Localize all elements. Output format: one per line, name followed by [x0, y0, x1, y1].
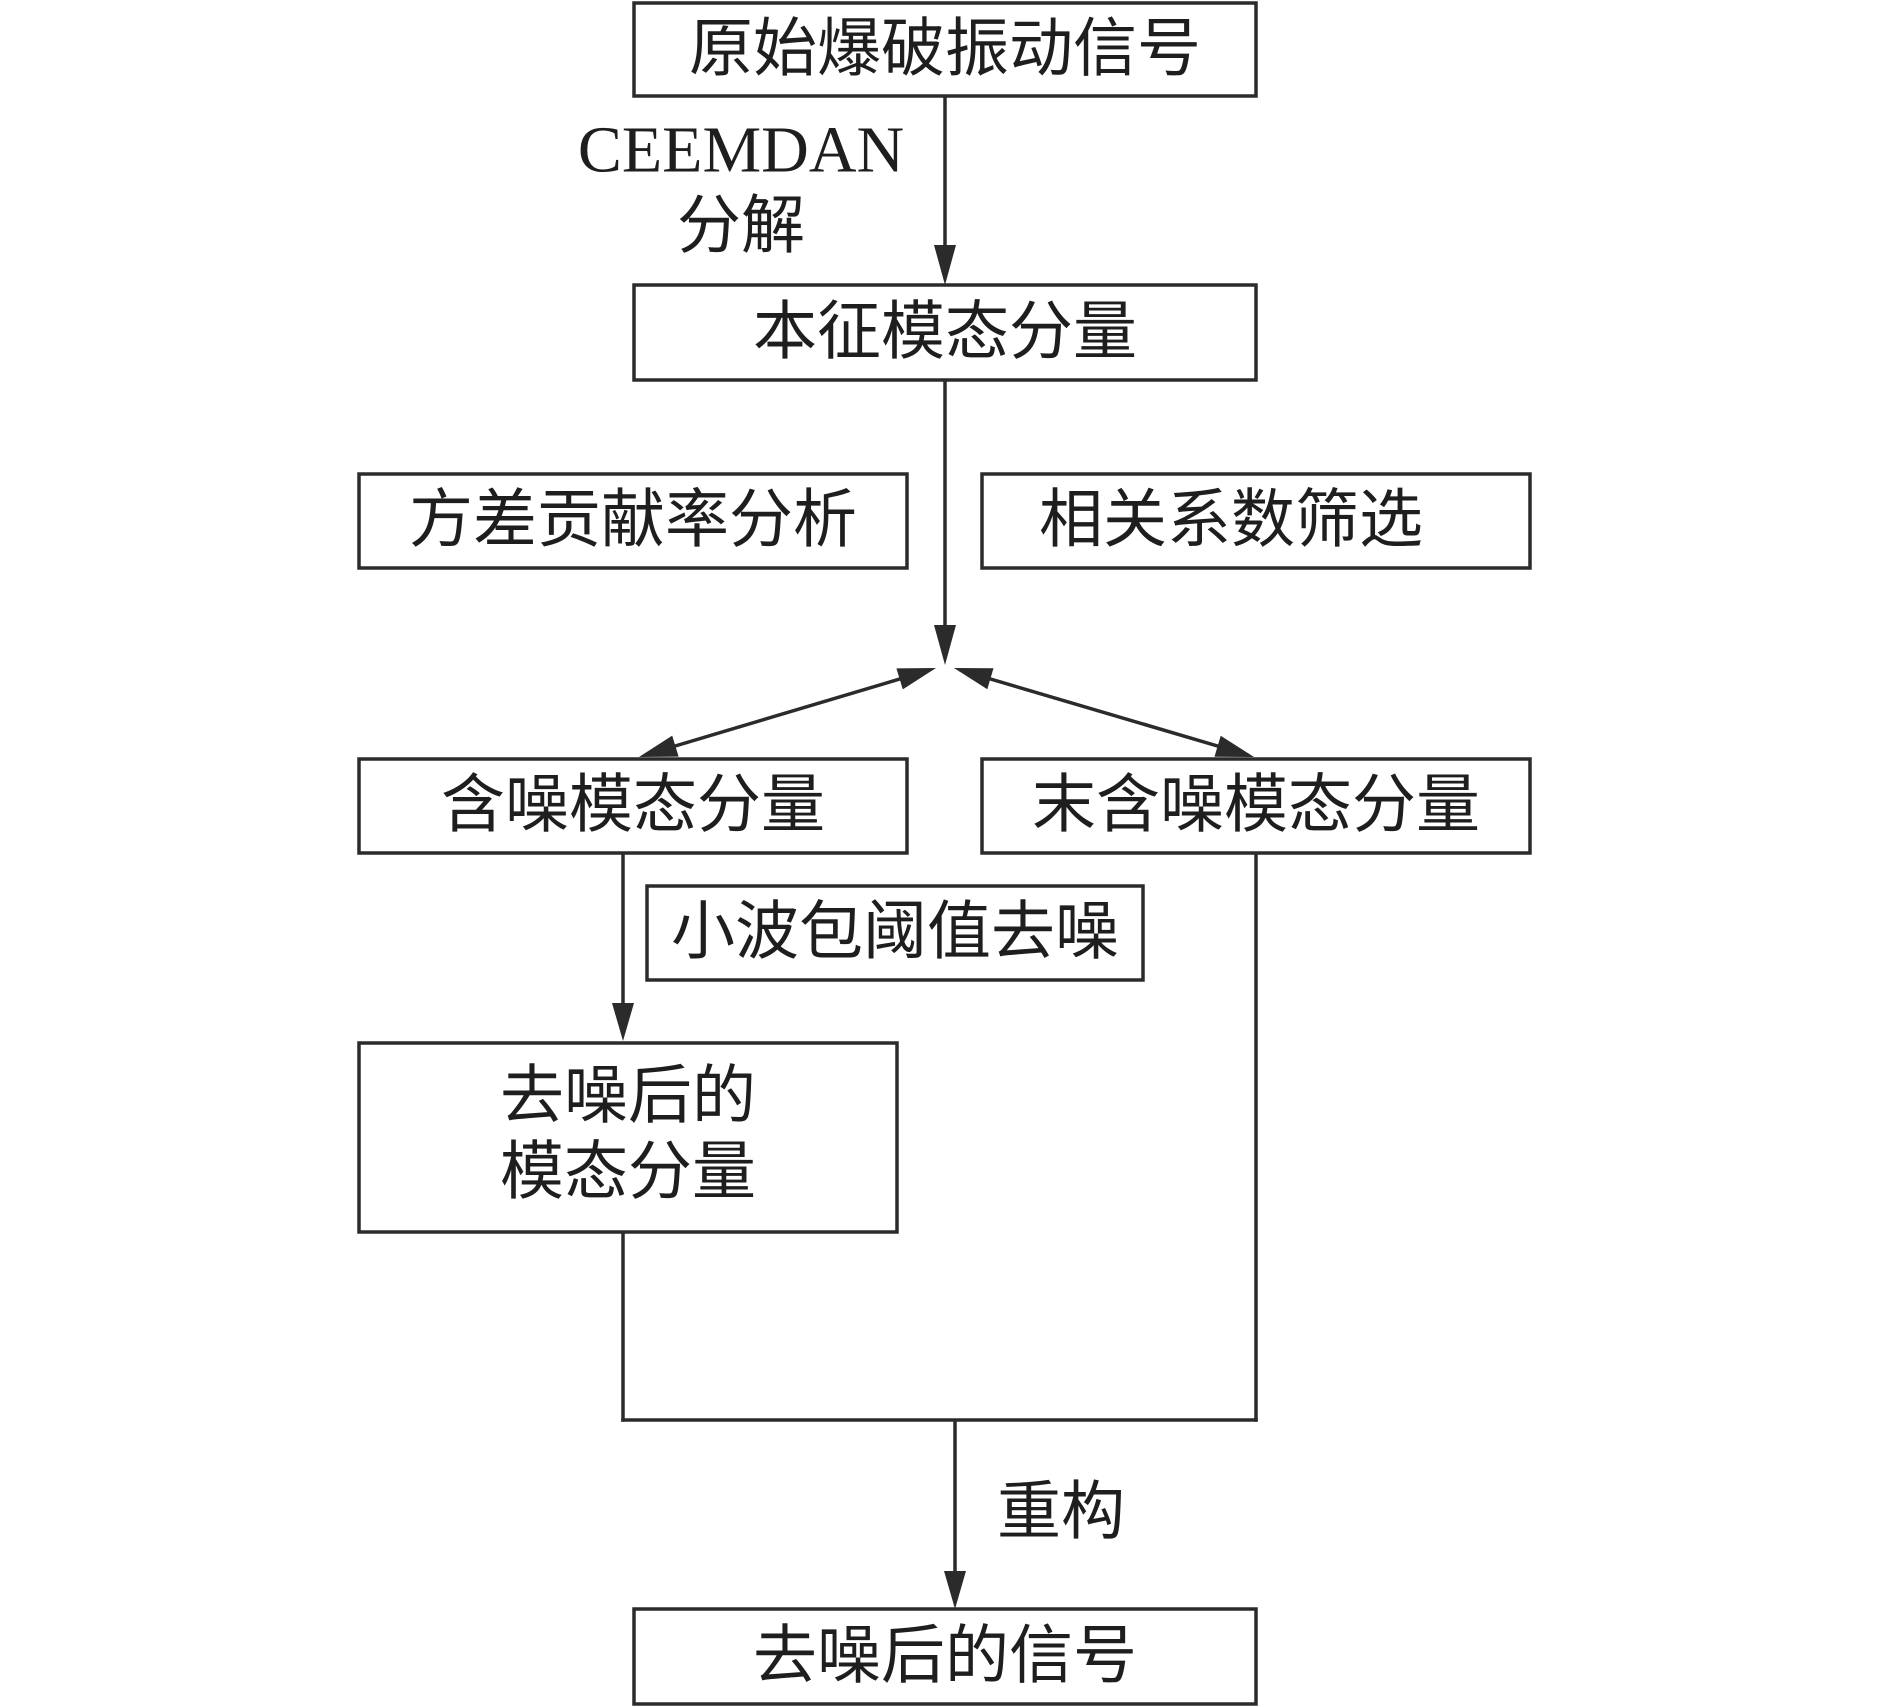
node-variance-analysis-label: 方差贡献率分析 [409, 485, 857, 556]
edge-split-to-noisy-line [644, 668, 931, 757]
node-denoised-modes-label-line2: 模态分量 [500, 1137, 756, 1208]
node-correlation-screening-label: 相关系数筛选 [1039, 485, 1423, 556]
edge-reconstruction-arrowhead [944, 1571, 966, 1609]
node-wavelet-denoise-box [645, 884, 1145, 982]
edge-split-to-clean-arrowhead-start [954, 668, 994, 690]
node-denoised-modes: 去噪后的 模态分量 [357, 1041, 899, 1234]
node-denoised-modes-box [357, 1041, 899, 1234]
edge-decomposition: CEEMDAN 分解 [578, 96, 956, 285]
node-noisy-modes: 含噪模态分量 [357, 757, 909, 855]
node-noisy-modes-box [357, 757, 909, 855]
node-wavelet-denoise-label: 小波包阈值去噪 [671, 897, 1119, 968]
edge-imf-to-split [934, 380, 956, 665]
node-denoised-signal-label: 去噪后的信号 [753, 1621, 1137, 1692]
node-imf-label: 本征模态分量 [753, 297, 1137, 368]
node-clean-modes-box [980, 757, 1532, 855]
node-original-signal-box [632, 1, 1258, 98]
edge-split-to-clean-line [959, 668, 1249, 757]
edge-decomposition-label-line1: CEEMDAN [578, 114, 904, 187]
node-original-signal-label: 原始爆破振动信号 [689, 14, 1201, 85]
node-wavelet-denoise: 小波包阈值去噪 [645, 884, 1145, 982]
node-original-signal: 原始爆破振动信号 [632, 1, 1258, 98]
node-imf: 本征模态分量 [632, 283, 1258, 382]
node-denoised-modes-label-line1: 去噪后的 [500, 1061, 756, 1132]
edge-reconstruction: 重构 [944, 1420, 1125, 1609]
node-correlation-screening: 相关系数筛选 [980, 472, 1532, 570]
node-imf-box [632, 283, 1258, 382]
node-clean-modes: 末含噪模态分量 [980, 757, 1532, 855]
edge-split-to-noisy-arrowhead-end [639, 735, 679, 757]
node-denoised-signal: 去噪后的信号 [632, 1607, 1258, 1706]
edge-split-to-noisy-arrowhead-start [896, 668, 936, 690]
edge-split-to-noisy [639, 668, 936, 757]
node-variance-analysis-box [357, 472, 909, 570]
node-variance-analysis: 方差贡献率分析 [357, 472, 909, 570]
node-denoised-signal-box [632, 1607, 1258, 1706]
edge-noisy-to-denoised [612, 853, 634, 1041]
edge-split-to-clean-arrowhead-end [1214, 735, 1254, 757]
node-correlation-screening-box [980, 472, 1532, 570]
edge-merge [621, 853, 1258, 1422]
edge-noisy-to-denoised-arrowhead [612, 1003, 634, 1041]
edge-imf-to-split-arrowhead [934, 625, 956, 665]
node-noisy-modes-label: 含噪模态分量 [441, 770, 825, 841]
edge-split-to-clean [954, 668, 1254, 757]
edge-decomposition-label-line2: 分解 [677, 191, 805, 262]
edge-decomposition-arrowhead [934, 245, 956, 285]
node-clean-modes-label: 末含噪模态分量 [1032, 770, 1480, 841]
edge-reconstruction-label: 重构 [997, 1477, 1125, 1548]
